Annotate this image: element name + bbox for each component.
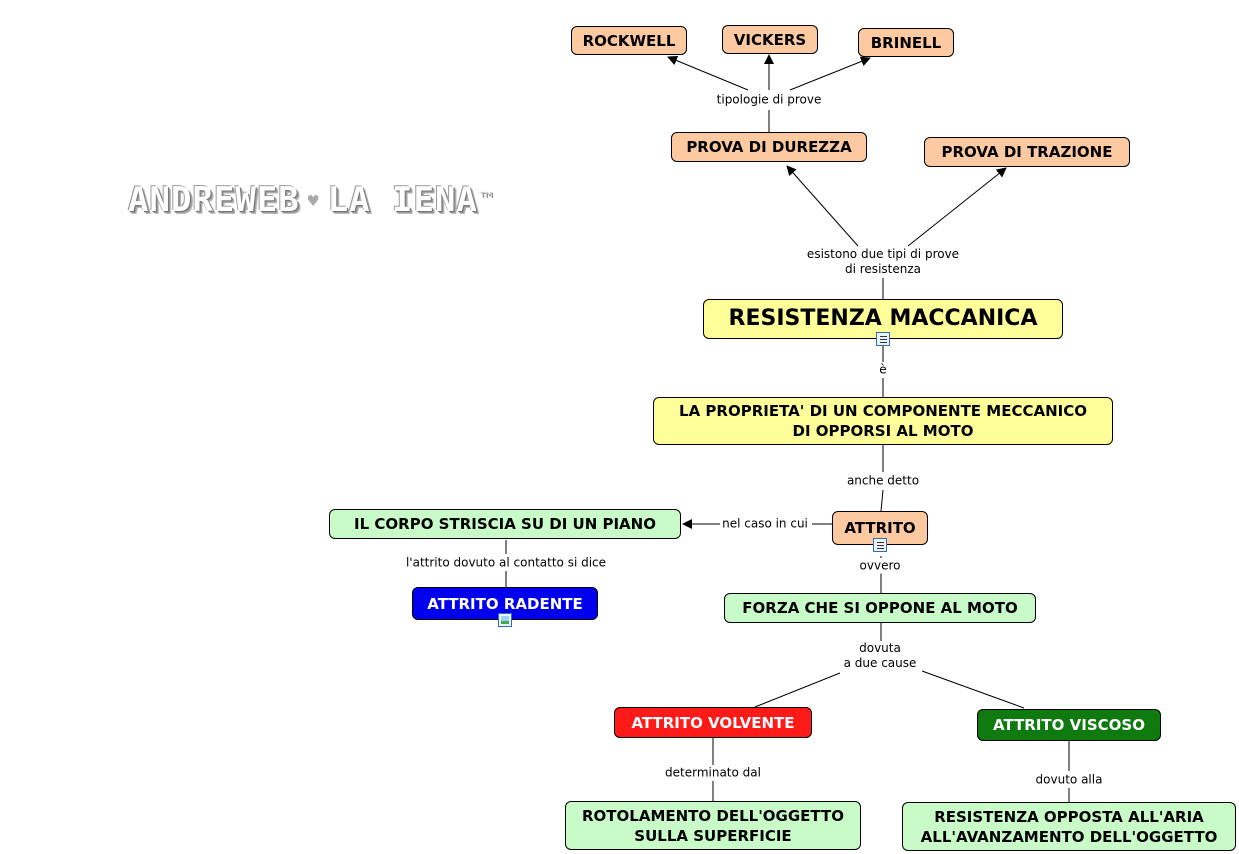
node-vickers[interactable]: VICKERS — [722, 25, 818, 54]
link-label-determinato: determinato dal — [663, 765, 763, 781]
logo-second: LA IENA — [327, 180, 478, 220]
link-label-anche-detto: anche detto — [844, 473, 922, 489]
node-attrito-volvente[interactable]: ATTRITO VOLVENTE — [614, 707, 812, 738]
node-attrito[interactable]: ATTRITO — [832, 511, 928, 545]
trademark-mark: ™ — [477, 189, 497, 210]
arrow-trazione — [907, 167, 1007, 247]
link-label-nel-caso: nel caso in cui — [720, 516, 810, 532]
link-label-dovuto-alla: dovuto alla — [1033, 772, 1105, 788]
node-prova-durezza[interactable]: PROVA DI DUREZZA — [671, 132, 867, 162]
node-rotolamento[interactable]: ROTOLAMENTO DELL'OGGETTO SULLA SUPERFICI… — [565, 801, 861, 850]
logo-watermark: ANDREWEB ♥ LA IENA™ — [128, 180, 497, 222]
link-label-dovuta: dovuta a due cause — [841, 641, 919, 671]
arrow-rockwell — [667, 55, 749, 91]
arrow-brinell — [789, 56, 871, 91]
note-icon[interactable] — [873, 538, 887, 552]
link-label-esistono: esistono due tipi di prove di resistenza — [804, 247, 962, 277]
link-label-ovvero: ovvero — [857, 558, 903, 574]
line-anche-attrito — [880, 489, 884, 512]
logo-main: ANDREWEB — [128, 180, 300, 220]
node-forza[interactable]: FORZA CHE SI OPPONE AL MOTO — [724, 593, 1036, 623]
note-icon[interactable] — [876, 332, 890, 346]
node-resistenza-aria[interactable]: RESISTENZA OPPOSTA ALL'ARIA ALL'AVANZAME… — [902, 802, 1236, 851]
arrow-durezza — [786, 165, 859, 247]
link-label-e: è — [877, 362, 889, 378]
line-dovuta-viscoso — [921, 670, 1025, 709]
link-label-tipologie: tipologie di prove — [714, 92, 824, 108]
node-resistenza-maccanica[interactable]: RESISTENZA MACCANICA — [703, 299, 1063, 339]
node-prova-trazione[interactable]: PROVA DI TRAZIONE — [924, 137, 1130, 167]
node-attrito-viscoso[interactable]: ATTRITO VISCOSO — [977, 709, 1161, 741]
node-corpo-striscia[interactable]: IL CORPO STRISCIA SU DI UN PIANO — [329, 509, 681, 539]
line-dovuta-volvente — [754, 672, 841, 708]
heart-icon: ♥ — [307, 190, 320, 212]
image-icon[interactable] — [498, 613, 512, 627]
link-label-contatto: l'attrito dovuto al contatto si dice — [403, 555, 609, 571]
node-rockwell[interactable]: ROCKWELL — [571, 26, 687, 55]
node-proprieta[interactable]: LA PROPRIETA' DI UN COMPONENTE MECCANICO… — [653, 397, 1113, 445]
node-brinell[interactable]: BRINELL — [858, 28, 954, 57]
